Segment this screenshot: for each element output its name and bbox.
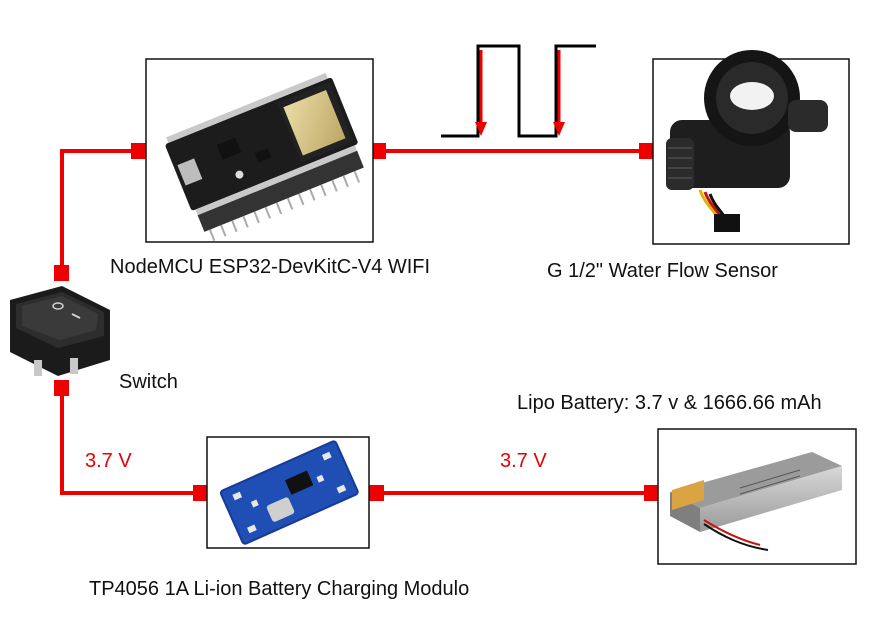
pad-charger-left: [193, 485, 208, 501]
pad-battery: [644, 485, 659, 501]
charger-label: TP4056 1A Li-ion Battery Charging Modulo: [89, 578, 470, 600]
voltage-label-right: 3.7 V: [500, 450, 547, 472]
wire-switch-to-charger: [60, 388, 200, 495]
pad-flow-sensor: [639, 143, 654, 159]
battery-label: Lipo Battery: 3.7 v & 1666.66 mAh: [517, 392, 822, 414]
pad-charger-right: [369, 485, 384, 501]
water-flow-sensor-icon: [652, 50, 850, 245]
lipo-battery-icon: [657, 428, 857, 565]
esp32-label: NodeMCU ESP32-DevKitC-V4 WIFI: [110, 256, 431, 278]
rocker-switch-icon: [10, 286, 110, 376]
pad-esp32-right: [371, 143, 386, 159]
pad-switch-top: [54, 265, 69, 281]
connection-pads: [54, 143, 659, 501]
esp32-board-icon: [145, 58, 374, 243]
pulse-waveform: [441, 44, 596, 138]
wire-esp32-to-switch: [60, 149, 138, 272]
switch-label: Switch: [119, 371, 178, 393]
voltage-label-left: 3.7 V: [85, 450, 132, 472]
wires: [60, 149, 651, 495]
tp4056-module-icon: [206, 436, 370, 549]
pulse-arrowhead-1: [475, 122, 487, 136]
square-wave-pulse-icon: [441, 44, 596, 138]
pulse-falling-edge-arrows: [475, 50, 565, 136]
pulse-arrowhead-2: [553, 122, 565, 136]
flow-sensor-label: G 1/2" Water Flow Sensor: [547, 260, 778, 282]
pad-switch-bottom: [54, 380, 69, 396]
pad-esp32-left: [131, 143, 146, 159]
